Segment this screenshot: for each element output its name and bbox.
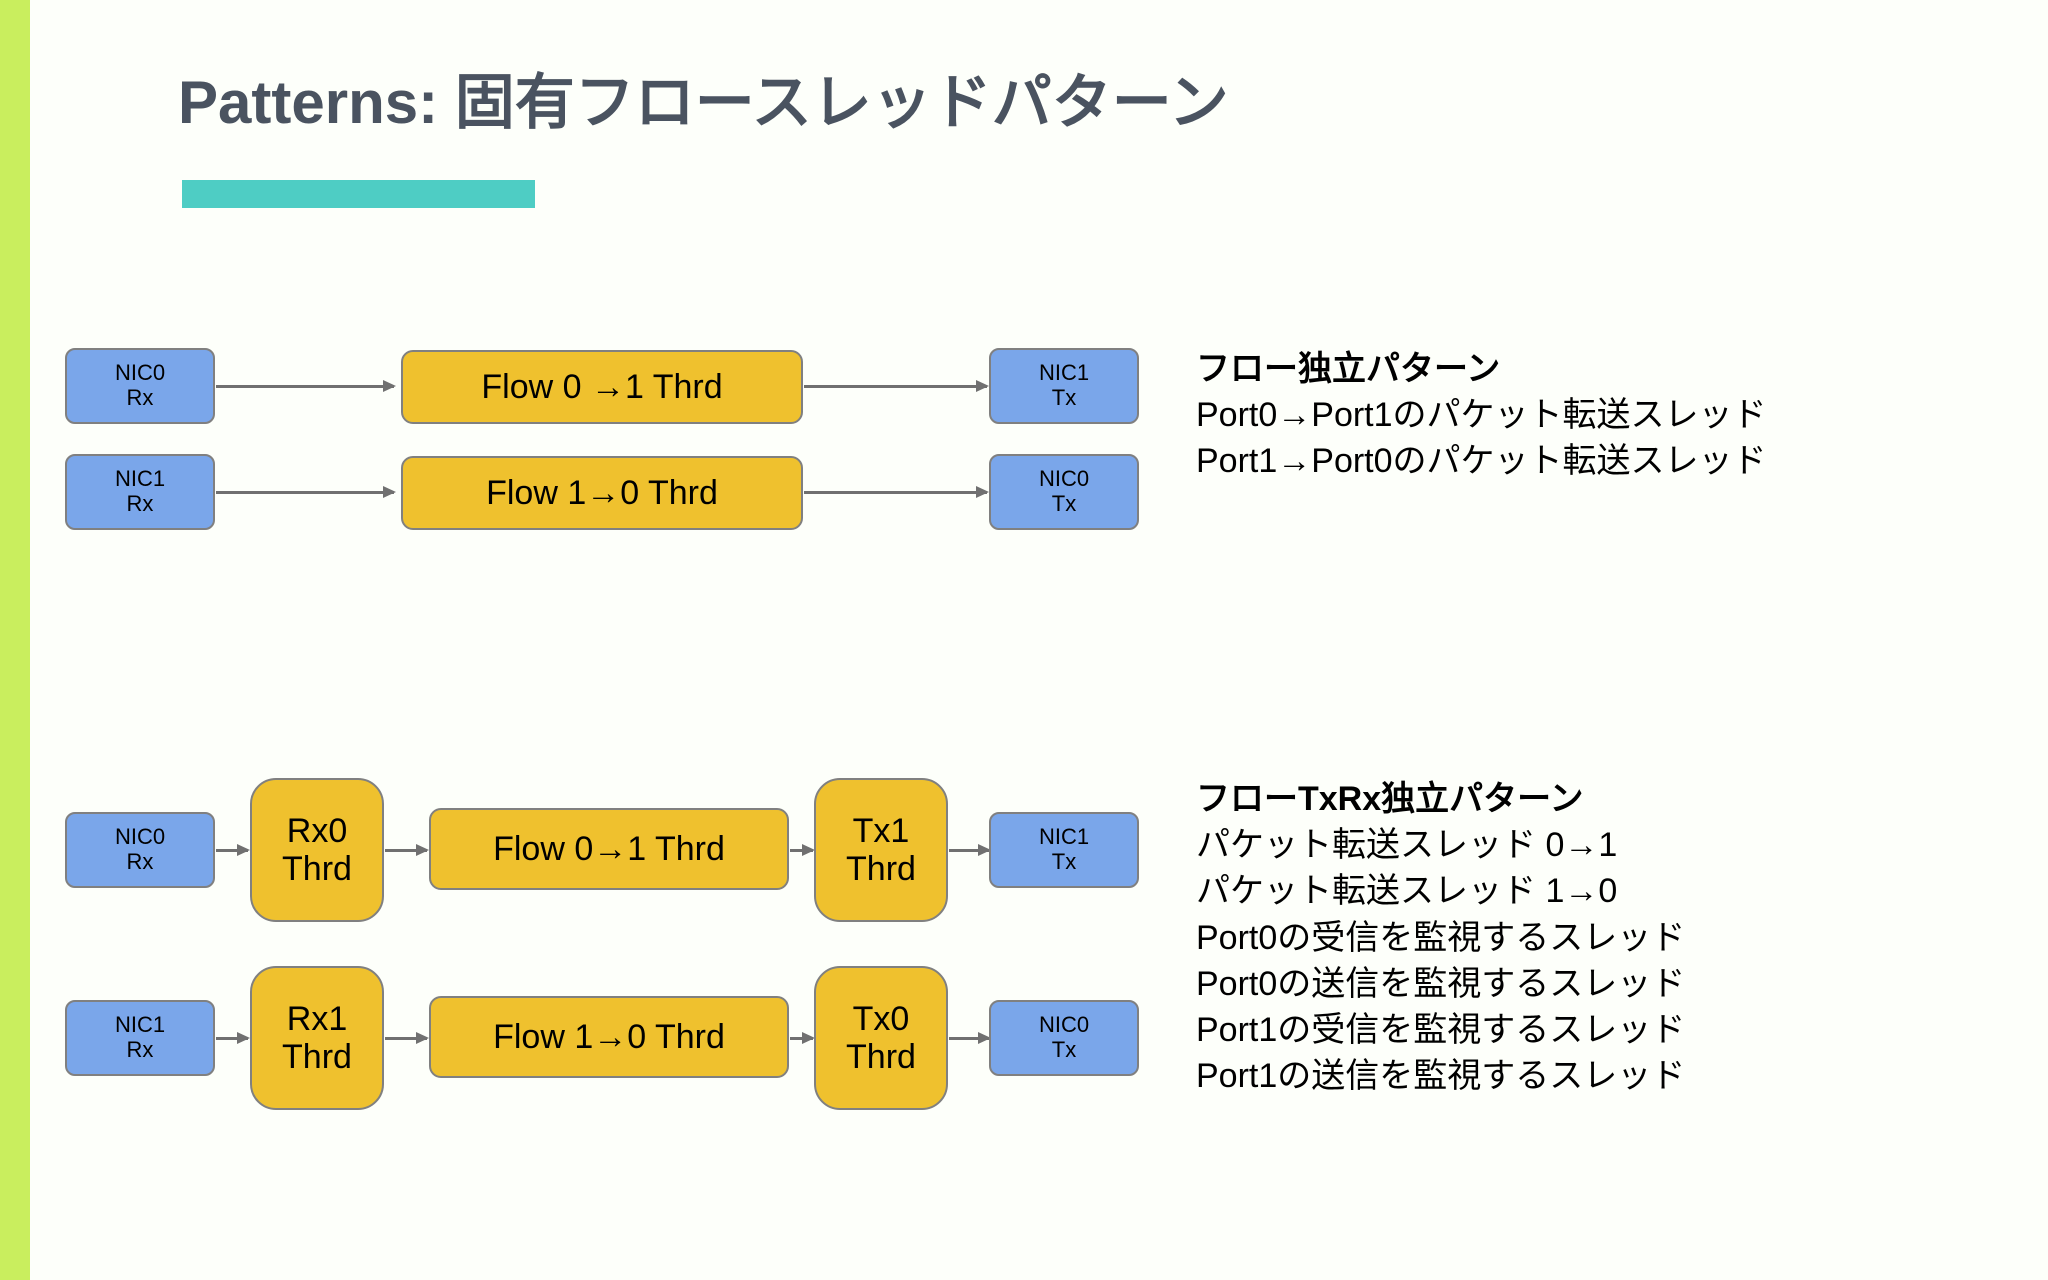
- tx-thread-label-line1: Tx1: [852, 811, 910, 850]
- diagram2-row1-rx-thread: Rx1 Thrd: [250, 966, 384, 1110]
- annotation1-heading: フロー独立パターン: [1196, 350, 1501, 388]
- diagram2-row0-connector-2: [385, 844, 429, 856]
- nic-label-line1: NIC0: [114, 824, 166, 850]
- annotation2-line-5: Port1の送信を監視するスレッド: [1196, 1057, 1686, 1096]
- diagram1-row1-nic-in: NIC1 Rx: [65, 454, 215, 530]
- nic-label-line1: NIC0: [1038, 1012, 1090, 1038]
- nic-label-line2: Tx: [1051, 849, 1077, 874]
- diagram2-row0-flow-thread: Flow 0→1 Thrd: [429, 808, 789, 890]
- diagram2-row1-tx-thread: Tx0 Thrd: [814, 966, 948, 1110]
- diagram2-row1-connector-3: [790, 1032, 815, 1044]
- diagram2-row1-connector-4: [949, 1032, 991, 1044]
- diagram1-row0-nic-out: NIC1 Tx: [989, 348, 1139, 424]
- title-underline-rule: [182, 180, 535, 208]
- diagram1-row1-connector-out: [804, 486, 989, 498]
- diagram2-row1-flow-thread: Flow 1→0 Thrd: [429, 996, 789, 1078]
- rx-thread-label-line1: Rx1: [286, 999, 348, 1038]
- nic-label-line1: NIC0: [1038, 466, 1090, 492]
- diagram1-row0-connector-in: [216, 380, 396, 392]
- diagram1-row1-nic-out: NIC0 Tx: [989, 454, 1139, 530]
- diagram1-row1-connector-in: [216, 486, 396, 498]
- annotation2-line-3: Port0の送信を監視するスレッド: [1196, 964, 1686, 1003]
- nic-label-line1: NIC1: [114, 466, 166, 492]
- diagram2-row0-tx-thread: Tx1 Thrd: [814, 778, 948, 922]
- diagram1-row1-flow-thread: Flow 1→0 Thrd: [401, 456, 803, 530]
- rx-thread-label-line2: Thrd: [282, 850, 352, 888]
- diagram1-row0-nic-in: NIC0 Rx: [65, 348, 215, 424]
- diagram2-row0-connector-3: [790, 844, 815, 856]
- diagram2-row1-connector-2: [385, 1032, 429, 1044]
- nic-label-line2: Rx: [126, 491, 154, 516]
- flow-thread-label: Flow 1→0 Thrd: [486, 473, 718, 512]
- nic-label-line2: Tx: [1051, 1037, 1077, 1062]
- nic-label-line2: Rx: [126, 1037, 154, 1062]
- diagram2-row0-connector-1: [216, 844, 250, 856]
- diagram2-row1-connector-1: [216, 1032, 250, 1044]
- tx-thread-label-line1: Tx0: [852, 999, 910, 1038]
- diagram2-row0-rx-thread: Rx0 Thrd: [250, 778, 384, 922]
- annotation2-line-4: Port1の受信を監視するスレッド: [1196, 1011, 1686, 1050]
- page-title: Patterns: 固有フロースレッドパターン: [178, 69, 1229, 136]
- tx-thread-label-line2: Thrd: [846, 850, 916, 888]
- annotation1-line-1: Port1→Port0のパケット転送スレッド: [1196, 442, 1767, 481]
- flow-thread-label: Flow 1→0 Thrd: [493, 1017, 725, 1056]
- rx-thread-label-line2: Thrd: [282, 1038, 352, 1076]
- flow-thread-label: Flow 0→1 Thrd: [493, 829, 725, 868]
- nic-label-line1: NIC1: [114, 1012, 166, 1038]
- nic-label-line2: Rx: [126, 385, 154, 410]
- annotation2-heading: フローTxRx独立パターン: [1196, 780, 1584, 818]
- flow-thread-label: Flow 0 →1 Thrd: [481, 367, 723, 406]
- diagram2-row1-nic-out: NIC0 Tx: [989, 1000, 1139, 1076]
- tx-thread-label-line2: Thrd: [846, 1038, 916, 1076]
- diagram2-row0-connector-4: [949, 844, 991, 856]
- diagram2-row1-nic-in: NIC1 Rx: [65, 1000, 215, 1076]
- annotation2-line-2: Port0の受信を監視するスレッド: [1196, 918, 1686, 957]
- left-accent-bar: [0, 0, 30, 1280]
- nic-label-line2: Rx: [126, 849, 154, 874]
- diagram1-row0-connector-out: [804, 380, 989, 392]
- nic-label-line1: NIC1: [1038, 824, 1090, 850]
- annotation2-line-1: パケット転送スレッド 1→0: [1196, 872, 1618, 911]
- nic-label-line1: NIC1: [1038, 360, 1090, 386]
- annotation2-line-0: パケット転送スレッド 0→1: [1196, 826, 1618, 865]
- diagram1-row0-flow-thread: Flow 0 →1 Thrd: [401, 350, 803, 424]
- annotation-flow-independent: フロー独立パターン Port0→Port1のパケット転送スレッド Port1→P…: [1196, 346, 1767, 485]
- annotation-flow-txrx-independent: フローTxRx独立パターン パケット転送スレッド 0→1 パケット転送スレッド …: [1196, 776, 1685, 1100]
- nic-label-line2: Tx: [1051, 491, 1077, 516]
- annotation1-line-0: Port0→Port1のパケット転送スレッド: [1196, 396, 1767, 435]
- rx-thread-label-line1: Rx0: [286, 811, 348, 850]
- nic-label-line1: NIC0: [114, 360, 166, 386]
- diagram2-row0-nic-in: NIC0 Rx: [65, 812, 215, 888]
- diagram2-row0-nic-out: NIC1 Tx: [989, 812, 1139, 888]
- nic-label-line2: Tx: [1051, 385, 1077, 410]
